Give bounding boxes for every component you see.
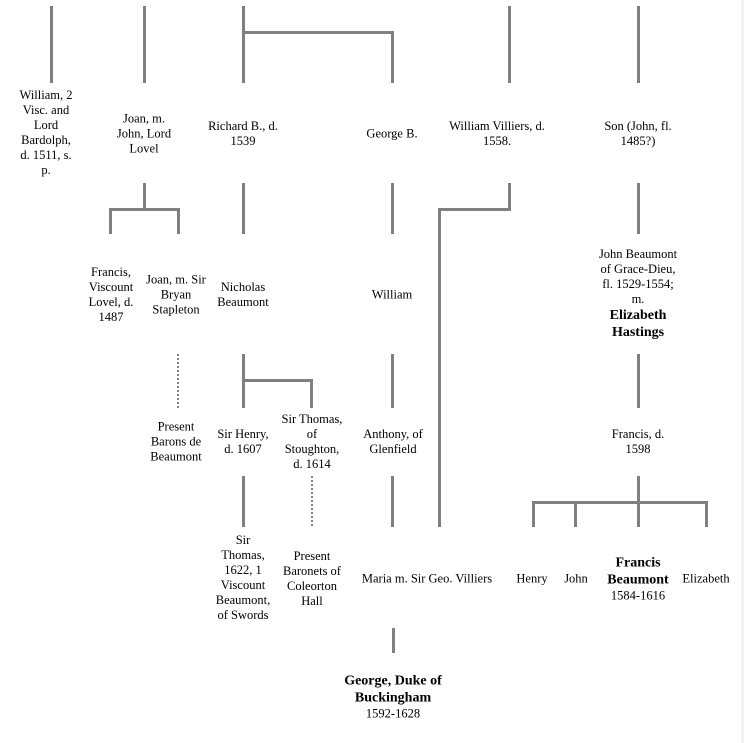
connector-line [391,31,394,83]
connector-line [637,501,640,527]
connector-line [242,183,245,234]
node-john-gracedieu-text: John Beaumont of Grace-Dieu, fl. 1529-15… [598,247,678,306]
node-william-villiers: William Villiers, d. 1558. [449,119,545,148]
node-joan-stapleton: Joan, m. Sir Bryan Stapleton [146,272,206,317]
node-francis-beaumont-dates: 1584-1616 [610,588,666,603]
connector-line [574,501,577,527]
node-henry: Henry [516,571,548,586]
connector-line [438,208,511,211]
connector-line [143,6,146,83]
node-william: William [371,287,413,302]
node-george-buckingham-name: George, Duke of Buckingham [344,673,442,706]
node-joan-lovel: Joan, m. John, Lord Lovel [116,111,172,156]
node-richard: Richard B., d. 1539 [208,119,278,148]
node-francis-1598: Francis, d. 1598 [611,427,665,456]
node-sir-henry: Sir Henry, d. 1607 [217,427,269,456]
page-edge [741,0,744,743]
connector-line [242,31,394,34]
node-baronets-coleorton: Present Baronets of Coleorton Hall [283,549,341,608]
connector-line [508,183,511,209]
node-barons-de-beaumont: Present Barons de Beaumont [150,419,202,464]
connector-line [177,208,180,234]
connector-line [508,6,511,83]
node-nicholas: Nicholas Beaumont [217,280,269,309]
connector-line [637,6,640,83]
node-francis-beaumont-name: Francis Beaumont [607,555,669,588]
node-son-john: Son (John, fl. 1485?) [604,119,672,148]
connector-line [637,476,640,502]
connector-line [242,379,313,382]
connector-line [109,208,112,234]
node-francis-lovel: Francis, Viscount Lovel, d. 1487 [88,265,134,324]
connector-line [705,501,708,527]
connector-line [392,628,395,653]
connector-line [637,183,640,234]
node-maria: Maria m. Sir Geo. Villiers [361,571,493,586]
connector-line [109,208,179,211]
connector-line [242,6,245,83]
node-john-gracedieu-spouse: Elizabeth Hastings [609,308,667,340]
connector-line [391,354,394,408]
node-george-buckingham-dates: 1592-1628 [365,706,421,721]
node-sir-thomas-swords: Sir Thomas, 1622, 1 Viscount Beaumont, o… [215,533,271,622]
connector-line [242,476,245,527]
node-francis-beaumont: Francis Beaumont 1584-1616 [598,555,678,604]
dotted-connector [311,476,313,527]
node-sir-thomas-stoughton: Sir Thomas, of Stoughton, d. 1614 [281,412,343,471]
connector-line [532,501,535,527]
connector-line [143,183,146,209]
node-john-gracedieu: John Beaumont of Grace-Dieu, fl. 1529-15… [598,247,678,341]
connector-line [391,183,394,234]
connector-line [310,379,313,408]
connector-line [438,208,441,527]
node-george-buckingham: George, Duke of Buckingham 1592-1628 [343,673,443,722]
node-john: John [564,571,588,586]
connector-line [532,501,708,504]
node-william-bardolph: William, 2 Visc. and Lord Bardolph, d. 1… [19,88,73,177]
connector-line [637,354,640,408]
node-george-b: George B. [366,126,418,141]
dotted-connector [177,354,179,408]
node-anthony: Anthony, of Glenfield [363,427,423,456]
node-elizabeth: Elizabeth [682,571,730,586]
connector-line [391,476,394,527]
connector-line [50,6,53,83]
